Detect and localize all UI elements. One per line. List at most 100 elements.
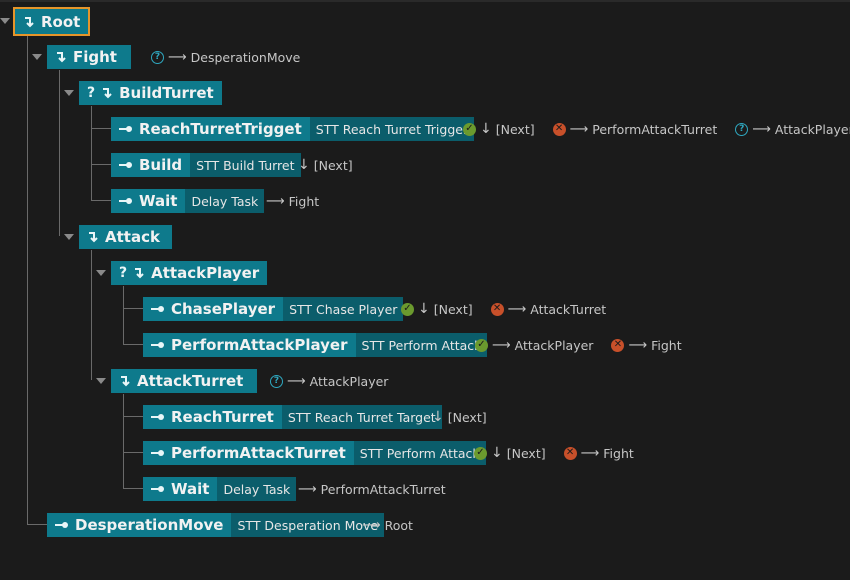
arrow-right-icon: ⟶ [362, 517, 381, 533]
transition-target[interactable]: AttackTurret [530, 301, 607, 317]
transition-target[interactable]: Root [384, 517, 413, 533]
arrow-down-icon: ↓ [418, 301, 430, 317]
transition-target[interactable]: AttackPlayer [309, 373, 389, 389]
transition-target[interactable]: [Next] [506, 445, 546, 461]
transition-target[interactable]: [Next] [433, 301, 473, 317]
tree-line [123, 394, 124, 488]
state-label: Wait [139, 192, 178, 210]
transition-target[interactable]: PerformAttackTurret [320, 481, 446, 497]
state-build[interactable]: Build STT Build Turret [111, 153, 301, 177]
state-fight[interactable]: Fight [47, 45, 131, 69]
task-leaf-icon [151, 484, 165, 494]
task-leaf-icon [55, 520, 69, 530]
task-leaf-icon [119, 196, 133, 206]
transitions-perform-attack-player: ✓ ⟶ AttackPlayer ✕ ⟶ Fight [475, 333, 682, 357]
state-build-turret[interactable]: ? BuildTurret [79, 81, 222, 105]
task-label: STT Chase Player [283, 297, 404, 321]
expander-attack[interactable] [64, 234, 74, 240]
arrow-right-icon: ⟶ [752, 121, 771, 137]
state-attack-player[interactable]: ? AttackPlayer [111, 261, 268, 285]
task-leaf-icon [119, 160, 133, 170]
transition-target[interactable]: PerformAttackTurret [592, 121, 718, 137]
state-perform-attack-turret[interactable]: PerformAttackTurret STT Perform Attack [143, 441, 486, 465]
task-label: STT Reach Turret Trigger [309, 117, 475, 141]
task-leaf-icon [151, 448, 165, 458]
tree-line [91, 200, 111, 201]
tree-line [123, 308, 143, 309]
state-label: PerformAttackPlayer [171, 336, 348, 354]
task-leaf-icon [119, 124, 133, 134]
task-label: Delay Task [185, 189, 265, 213]
state-desperation-move[interactable]: DesperationMove STT Desperation Move [47, 513, 385, 537]
state-root[interactable]: Root [12, 7, 91, 36]
transition-target[interactable]: Fight [603, 445, 634, 461]
expander-attack-turret[interactable] [96, 378, 106, 384]
state-wait[interactable]: Wait Delay Task [143, 477, 297, 501]
transitions-reach-turret-trigget: ✓ ↓ [Next] ✕ ⟶ PerformAttackTurret ? ⟶ A… [463, 117, 850, 141]
selector-question-icon: ? [119, 265, 128, 281]
state-attack-turret[interactable]: AttackTurret [111, 369, 258, 393]
state-attack[interactable]: Attack [79, 225, 172, 249]
arrow-right-icon: ⟶ [580, 445, 600, 461]
state-label: Fight [73, 48, 117, 66]
state-label: Build [139, 156, 183, 174]
state-label: PerformAttackTurret [171, 444, 346, 462]
state-label: AttackTurret [137, 372, 244, 390]
state-label: BuildTurret [119, 84, 214, 102]
state-label: Root [41, 12, 81, 31]
state-reach-turret-trigget[interactable]: ReachTurretTrigget STT Reach Turret Trig… [111, 117, 475, 141]
top-border [0, 0, 850, 2]
checkmark-icon: ✓ [474, 446, 487, 460]
transitions-fight: ? ⟶ DesperationMove [151, 45, 300, 69]
transitions-reach-turret: ↓ [Next] [432, 405, 487, 429]
state-branch-icon [55, 51, 67, 63]
tree-line [91, 250, 92, 380]
checkmark-icon: ✓ [475, 338, 488, 352]
state-branch-icon [133, 267, 145, 279]
transition-target[interactable]: [Next] [313, 157, 353, 173]
state-branch-icon [23, 16, 35, 28]
expander-build-turret[interactable] [64, 90, 74, 96]
task-leaf-icon [151, 340, 165, 350]
state-branch-icon [87, 231, 99, 243]
state-label: AttackPlayer [151, 264, 260, 282]
x-mark-icon: ✕ [611, 338, 625, 352]
transitions-wait: ⟶ Fight [266, 189, 319, 213]
task-label: STT Reach Turret Target [281, 405, 442, 429]
tree-line [123, 286, 124, 344]
question-circle-icon: ? [270, 374, 283, 388]
transition-target[interactable]: Fight [651, 337, 682, 353]
task-leaf-icon [151, 412, 165, 422]
arrow-down-icon: ↓ [480, 121, 492, 137]
state-label: ChasePlayer [171, 300, 276, 318]
tree-line [123, 416, 143, 417]
transition-target[interactable]: AttackPlayer [514, 337, 594, 353]
state-chase-player[interactable]: ChasePlayer STT Chase Player [143, 297, 404, 321]
transition-target[interactable]: [Next] [447, 409, 487, 425]
state-label: Wait [171, 480, 210, 498]
transition-target[interactable]: AttackPlayer [774, 121, 850, 137]
task-label: STT Perform Attack [355, 333, 488, 357]
state-reach-turret[interactable]: ReachTurret STT Reach Turret Target [143, 405, 442, 429]
tree-line [123, 452, 143, 453]
arrow-right-icon: ⟶ [168, 49, 187, 65]
arrow-right-icon: ⟶ [628, 337, 648, 353]
arrow-right-icon: ⟶ [569, 121, 589, 137]
transition-target[interactable]: Fight [288, 193, 320, 209]
state-wait[interactable]: Wait Delay Task [111, 189, 265, 213]
state-branch-icon [119, 375, 131, 387]
question-circle-icon: ? [151, 50, 164, 64]
transition-target[interactable]: [Next] [495, 121, 535, 137]
expander-fight[interactable] [32, 54, 42, 60]
expander-attack-player[interactable] [96, 270, 106, 276]
tree-line [123, 344, 143, 345]
transitions-build: ↓ [Next] [298, 153, 353, 177]
state-perform-attack-player[interactable]: PerformAttackPlayer STT Perform Attack [143, 333, 488, 357]
arrow-down-icon: ↓ [432, 409, 444, 425]
arrow-down-icon: ↓ [491, 445, 503, 461]
task-leaf-icon [151, 304, 165, 314]
expander-root[interactable] [0, 18, 10, 24]
state-label: ReachTurretTrigget [139, 120, 302, 138]
arrow-right-icon: ⟶ [287, 373, 306, 389]
transition-target[interactable]: DesperationMove [190, 49, 301, 65]
